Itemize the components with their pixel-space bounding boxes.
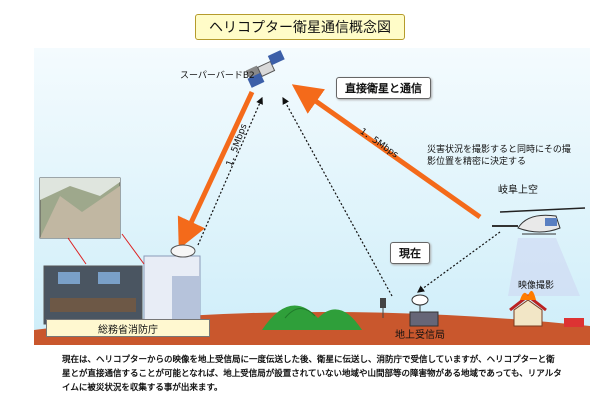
diagram-title: ヘリコプター衛星通信概念図 bbox=[195, 14, 405, 40]
ground-station-icon bbox=[380, 294, 439, 327]
hq-label-text: 総務省消防庁 bbox=[98, 324, 158, 336]
ground-station-label: 地上受信局 bbox=[395, 330, 445, 341]
burning-house-icon bbox=[509, 290, 547, 327]
arrow-sat-to-hq bbox=[177, 90, 255, 250]
satellite-icon bbox=[245, 50, 285, 88]
direct-link-label: 直接衛星と通信 bbox=[345, 82, 422, 95]
disaster-note: 災害状況を撮影すると同時にその撮影位置を精密に決定する bbox=[427, 145, 571, 167]
fire-truck-icon bbox=[564, 318, 584, 327]
filming-cone bbox=[508, 238, 580, 296]
dotted-hq-to-sat bbox=[197, 96, 263, 246]
arrow-heli-to-sat bbox=[291, 84, 482, 220]
direct-link-callout: 直接衛星と通信 bbox=[336, 77, 431, 99]
link-line-a bbox=[67, 237, 87, 265]
hq-building-icon bbox=[143, 244, 201, 321]
dotted-heli-to-station bbox=[417, 231, 501, 293]
disaster-photo bbox=[39, 177, 121, 239]
description-text: 現在は、ヘリコプターからの映像を地上受信局に一度伝送した後、衛星に伝送し、消防庁… bbox=[62, 355, 562, 393]
current-callout: 現在 bbox=[390, 242, 430, 264]
dotted-station-to-sat bbox=[282, 96, 393, 297]
link-line-b bbox=[121, 233, 145, 265]
satellite-label: スーパーバードB2 bbox=[180, 71, 255, 81]
gifu-label: 岐阜上空 bbox=[498, 185, 538, 196]
helicopter-icon bbox=[492, 207, 586, 235]
control-room-photo bbox=[43, 265, 143, 325]
current-label: 現在 bbox=[399, 247, 421, 260]
diagram-title-text: ヘリコプター衛星通信概念図 bbox=[209, 20, 391, 36]
green-hills bbox=[262, 305, 362, 330]
hq-label: 総務省消防庁 bbox=[46, 319, 210, 337]
filming-label: 映像撮影 bbox=[518, 281, 555, 291]
